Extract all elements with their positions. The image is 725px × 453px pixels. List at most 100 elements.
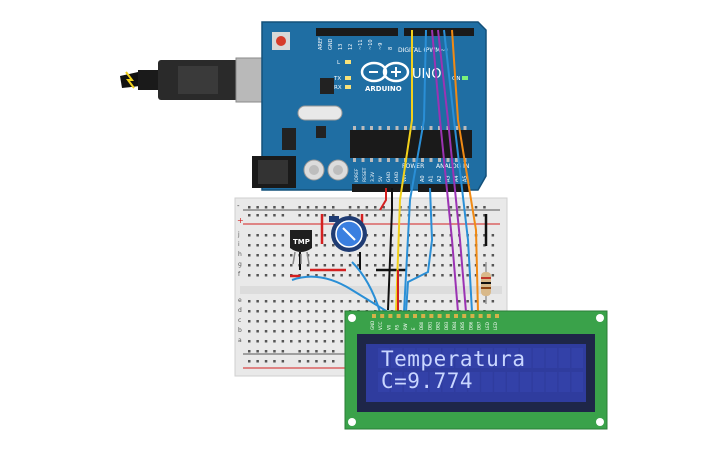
- wire-yellow[interactable]: [395, 30, 413, 313]
- rail-hole: [483, 206, 486, 209]
- brand-label: ARDUINO: [365, 85, 402, 93]
- lcd-char-cell: [545, 348, 558, 368]
- bb-hole: [256, 310, 259, 313]
- resistor-band-1: [481, 277, 491, 279]
- wires[interactable]: [291, 29, 479, 313]
- lcd-char-cell: [468, 372, 480, 392]
- bb-hole: [290, 310, 293, 313]
- lcd-char-cell: [416, 348, 429, 368]
- lcd-pin: [445, 314, 450, 318]
- bb-hole: [382, 300, 385, 303]
- bb-hole: [315, 310, 318, 313]
- bb-hole: [323, 320, 327, 323]
- lcd-char-cell: [442, 348, 454, 368]
- reset-button-cap[interactable]: [276, 36, 286, 46]
- rail-hole: [281, 206, 285, 209]
- bb-hole: [458, 264, 461, 267]
- chip-pin: [378, 126, 382, 130]
- resistor-band-2: [481, 282, 491, 284]
- rail-hole: [332, 360, 335, 363]
- bb-hole: [323, 254, 327, 257]
- bb-hole: [273, 244, 276, 247]
- bb-hole: [399, 234, 402, 237]
- header-pin-label: AREF: [318, 37, 324, 50]
- rail-hole: [273, 350, 276, 353]
- bb-hole: [248, 300, 251, 303]
- bb-hole: [491, 244, 495, 247]
- analog-pin-label: A0: [420, 175, 426, 182]
- rail-hole: [306, 214, 310, 217]
- bb-hole: [256, 264, 259, 267]
- bb-hole: [281, 234, 285, 237]
- bb-hole: [290, 300, 293, 303]
- bb-hole: [306, 310, 310, 313]
- bb-hole: [264, 330, 268, 333]
- potentiometer[interactable]: [329, 216, 367, 252]
- bb-hole: [281, 300, 285, 303]
- header-pin-label: 13: [338, 44, 344, 50]
- bb-hole: [273, 340, 276, 343]
- rail-hole: [466, 214, 469, 217]
- lcd-char-cell: [519, 348, 532, 368]
- bb-hole: [357, 300, 360, 303]
- wire-blue-1[interactable]: [403, 29, 427, 313]
- bb-hole: [432, 254, 436, 257]
- row-letter: g: [238, 261, 242, 268]
- lcd-char-cell: [532, 372, 545, 392]
- chip-pin: [404, 126, 407, 130]
- analog-pin-label: A1: [429, 175, 435, 182]
- bb-hole: [441, 300, 444, 303]
- temperature-sensor-tmp36[interactable]: TMP: [290, 230, 312, 265]
- l-led: [345, 60, 351, 64]
- bb-hole: [323, 234, 327, 237]
- wire-red-5v[interactable]: [379, 188, 387, 211]
- row-letter: d: [238, 307, 242, 314]
- tmp-sensor-body: [290, 230, 312, 252]
- bb-hole: [315, 320, 318, 323]
- chip-pin: [378, 158, 382, 162]
- bb-hole: [374, 234, 377, 237]
- resistor[interactable]: [481, 262, 491, 304]
- rail-hole: [281, 360, 285, 363]
- bb-hole: [315, 274, 318, 277]
- wire-blue-a0[interactable]: [405, 187, 434, 313]
- lcd-char-cell: [507, 348, 519, 368]
- bb-hole: [332, 264, 335, 267]
- lcd-character-cells: [378, 348, 583, 392]
- lcd-char-cell: [519, 372, 532, 392]
- bb-hole: [416, 234, 419, 237]
- rail-hole: [323, 206, 327, 209]
- bb-hole: [264, 274, 268, 277]
- lcd-char-cell: [571, 348, 583, 368]
- wire-orange[interactable]: [451, 29, 479, 313]
- rail-hole: [248, 360, 251, 363]
- chip-pin: [412, 158, 416, 162]
- wire-blue-2[interactable]: [443, 29, 473, 313]
- bb-hole: [449, 300, 453, 303]
- rail-hole: [273, 206, 276, 209]
- lcd-line-1: Temperatura: [381, 347, 526, 371]
- lcd-char-cell: [481, 372, 493, 392]
- wire-purple-1[interactable]: [431, 29, 459, 313]
- wire-blue-pot[interactable]: [351, 261, 381, 313]
- lcd-pin-label: GND: [370, 321, 375, 330]
- wire-black-gnd[interactable]: [387, 188, 393, 311]
- bb-hole: [432, 264, 436, 267]
- rail-hole: [315, 360, 318, 363]
- chip-pin: [361, 126, 365, 130]
- wire-blue-sensor[interactable]: [291, 275, 389, 313]
- rail-hole: [306, 206, 310, 209]
- bb-hole: [458, 254, 461, 257]
- bb-hole: [290, 330, 293, 333]
- bb-hole: [441, 264, 444, 267]
- lcd-char-cell: [494, 348, 506, 368]
- rail-hole: [315, 350, 318, 353]
- lcd-pin: [454, 314, 458, 318]
- rail-hole: [273, 214, 276, 217]
- lcd-pin-label: DB6: [468, 321, 473, 330]
- wire-purple-2[interactable]: [437, 29, 467, 313]
- bb-hole: [390, 274, 394, 277]
